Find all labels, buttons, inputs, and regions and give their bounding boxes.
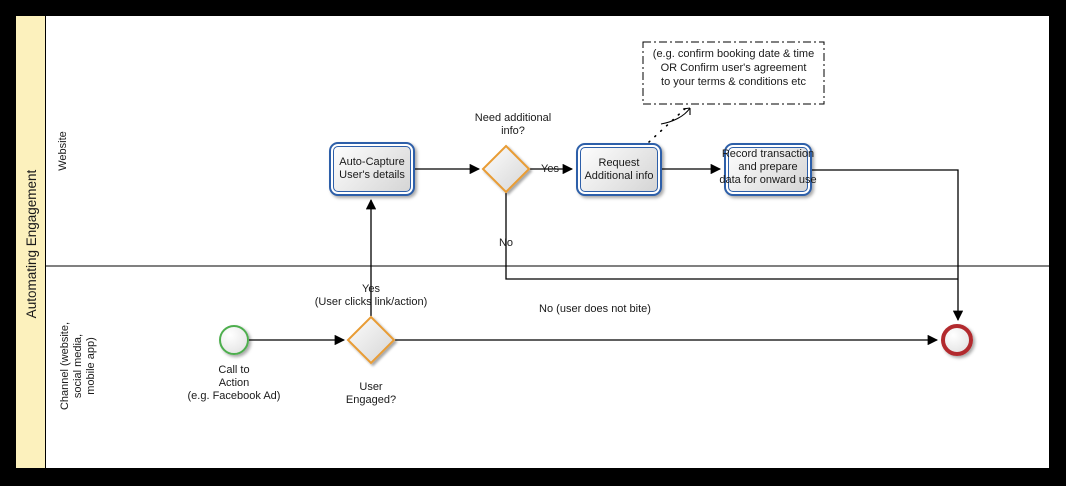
task-auto-capture[interactable]: Auto-Capture User's details (329, 142, 415, 196)
annotation-border (642, 41, 825, 105)
task-record-transaction-label: Record transaction and prepare data for … (719, 148, 817, 186)
lane-label-channel: Channel (website, social media, mobile a… (58, 321, 97, 411)
diagram-canvas (46, 41, 1050, 365)
task-record-transaction[interactable] (724, 143, 812, 196)
gateways (346, 144, 531, 365)
gateway-need-info-label: Need additional info? (474, 112, 552, 137)
task-record-transaction-body (728, 147, 808, 192)
gateway-user-engaged-label: User Engaged? (345, 381, 397, 406)
task-request-additional-info[interactable]: Request Additional info (576, 143, 662, 196)
edge-label-no-top: No (498, 237, 514, 249)
edge-label-yes-bottom: Yes (User clicks link/action) (314, 283, 428, 308)
edge-label-no-bottom: No (user does not bite) (539, 303, 651, 315)
lane-label-website: Website (56, 131, 69, 171)
flow-record-to-end (811, 169, 964, 322)
annotation-pointer (648, 105, 691, 143)
start-event-circle[interactable] (219, 325, 249, 355)
end-event-circle[interactable] (941, 324, 973, 356)
gateway-user-engaged[interactable] (346, 315, 396, 365)
task-auto-capture-label: Auto-Capture User's details (333, 146, 411, 192)
annotation-text: (e.g. confirm booking date & time OR Con… (652, 48, 815, 88)
gateway-need-additional-info[interactable] (481, 144, 531, 194)
start-event-label: Call to Action (e.g. Facebook Ad) (187, 364, 281, 402)
edge-label-yes-top: Yes (541, 163, 559, 175)
sequence-flows (249, 163, 964, 346)
task-request-additional-info-label: Request Additional info (580, 147, 658, 192)
pool-title-band: Automating Engagement (16, 16, 46, 468)
flow-no-path (505, 193, 958, 280)
process-pool: Automating Engagement (15, 15, 1050, 469)
